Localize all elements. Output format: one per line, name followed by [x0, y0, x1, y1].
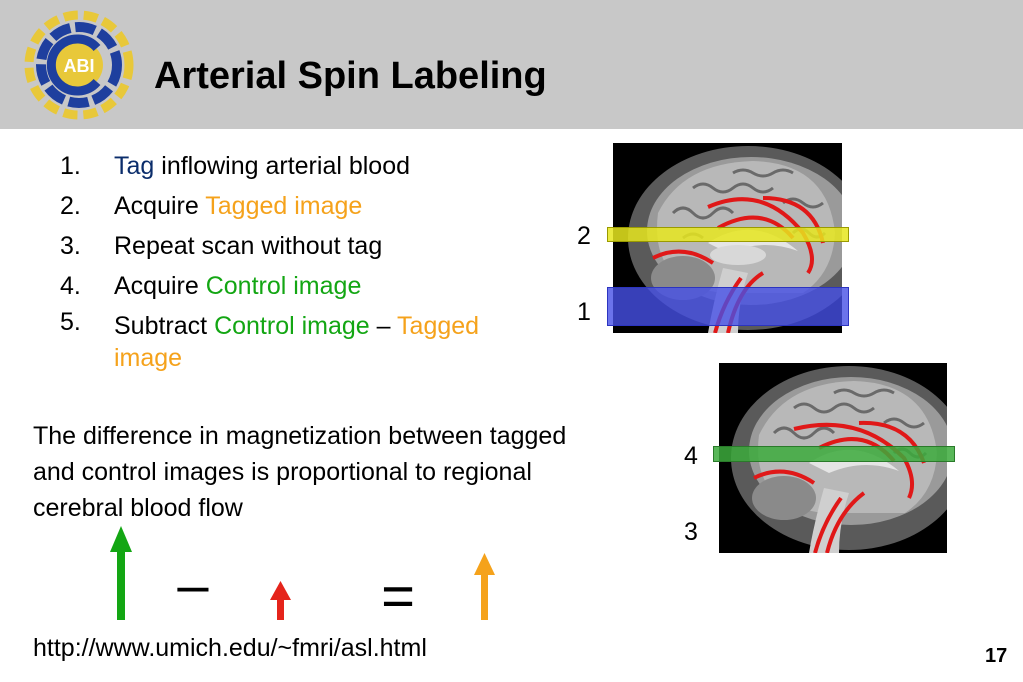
green-arrow-icon: [110, 526, 132, 620]
slide-title: Arterial Spin Labeling: [154, 55, 547, 97]
band-label-1: 1: [577, 298, 591, 326]
green-imaging-band: [713, 446, 955, 462]
step-item: 4. Acquire Control image: [60, 266, 554, 306]
step-text: Subtract: [114, 312, 215, 340]
step-number: 4.: [60, 272, 81, 300]
step-number: 5.: [60, 308, 81, 336]
logo-text: ABI: [64, 56, 95, 76]
steps-list: 1. Tag inflowing arterial blood 2. Acquire…: [60, 146, 554, 374]
step-item: 1. Tag inflowing arterial blood: [60, 146, 554, 186]
step-number: 2.: [60, 192, 81, 220]
source-url: http://www.umich.edu/~fmri/asl.html: [33, 634, 427, 662]
step-text: Tagged image: [205, 192, 363, 220]
step-text: Control image: [214, 312, 370, 340]
page-number: 17: [985, 645, 1008, 667]
red-arrow-icon: [270, 581, 291, 620]
blue-tagging-band: [607, 287, 849, 326]
step-text: Repeat scan without tag: [114, 232, 383, 260]
orange-arrow-icon: [474, 553, 495, 620]
step-text: Tagged image: [114, 312, 480, 372]
minus-sign: –: [177, 553, 209, 616]
step-text: inflowing arterial blood: [154, 152, 411, 180]
step-item: 5. Subtract Control image – Tagged image: [60, 306, 554, 374]
equals-sign: =: [381, 564, 415, 629]
explanation-paragraph: The difference in magnetization between …: [33, 422, 567, 522]
yellow-imaging-band: [607, 227, 849, 242]
band-label-2: 2: [577, 222, 591, 250]
step-text: –: [369, 312, 398, 340]
step-text: Control image: [205, 272, 362, 300]
band-label-3: 3: [684, 518, 698, 546]
step-item: 3. Repeat scan without tag: [60, 226, 554, 266]
step-number: 1.: [60, 152, 81, 180]
step-number: 3.: [60, 232, 81, 260]
step-text: Acquire: [114, 192, 206, 220]
header-bar: ABI Arterial Spin Labeling: [0, 0, 1023, 129]
step-item: 2. Acquire Tagged image: [60, 186, 554, 226]
step-text: Tag: [114, 152, 155, 180]
band-label-4: 4: [684, 442, 698, 470]
step-text: Acquire: [114, 272, 206, 300]
abi-logo: ABI: [24, 10, 134, 120]
